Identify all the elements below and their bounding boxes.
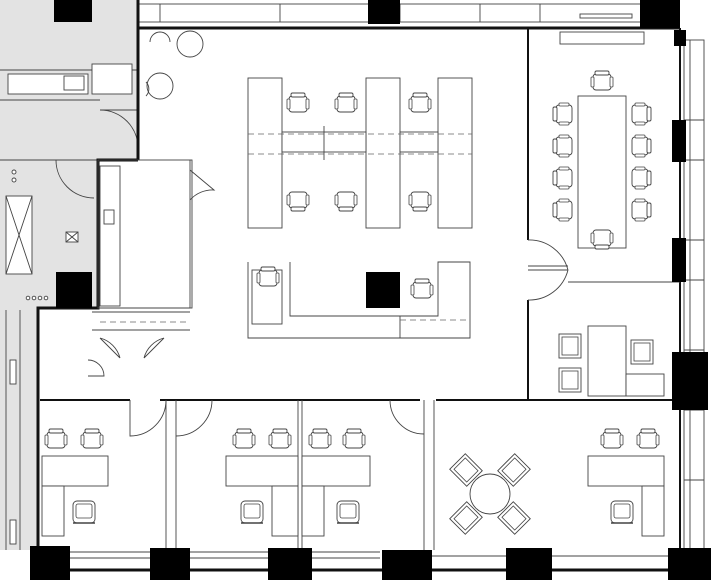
chair-icon — [256, 266, 280, 287]
chair-icon — [80, 428, 104, 449]
chair-icon — [410, 278, 434, 299]
chair-icon — [630, 339, 654, 365]
column-icon — [30, 546, 70, 580]
column-icon — [368, 0, 400, 24]
chair-icon — [334, 92, 358, 113]
chair-icon — [334, 191, 358, 212]
desk-cluster — [247, 77, 473, 229]
chair-icon — [552, 166, 573, 190]
chair-icon — [600, 428, 624, 449]
chair-icon — [232, 428, 256, 449]
chair-icon — [342, 428, 366, 449]
column-icon — [56, 272, 92, 308]
chair-icon — [552, 198, 573, 222]
door-swing-icon — [175, 399, 213, 437]
table-icon — [176, 30, 204, 58]
column-icon — [672, 120, 686, 162]
chair-icon — [408, 191, 432, 212]
door-swing-icon — [129, 399, 167, 437]
chair-icon — [72, 500, 96, 524]
private-office-2 — [225, 428, 299, 537]
column-icon — [672, 352, 708, 410]
private-office-3 — [301, 428, 371, 537]
meeting-room — [552, 31, 652, 250]
chair-icon — [558, 333, 582, 359]
chair-icon — [308, 428, 332, 449]
column-icon — [382, 550, 432, 580]
door-swing-icon — [527, 269, 569, 301]
chair-icon — [631, 134, 652, 158]
chair-icon — [636, 428, 660, 449]
column-icon — [668, 548, 711, 580]
chair-icon — [268, 428, 292, 449]
chair-icon — [408, 92, 432, 113]
door-swing-icon — [527, 239, 569, 271]
door-swing-icon — [55, 159, 95, 199]
column-icon — [674, 30, 686, 46]
chair-icon — [590, 229, 614, 250]
column-icon — [366, 272, 400, 308]
corner-office — [558, 281, 680, 397]
column-icon — [150, 548, 190, 580]
chair-icon — [631, 166, 652, 190]
table-icon — [469, 473, 511, 515]
lounge-office — [449, 453, 531, 535]
columns — [30, 0, 711, 580]
chair-icon — [631, 102, 652, 126]
chair-icon — [240, 500, 264, 524]
chair-icon — [552, 134, 573, 158]
chair-icon — [286, 191, 310, 212]
chair-icon — [631, 198, 652, 222]
chair-icon — [44, 428, 68, 449]
chair-icon — [558, 367, 582, 393]
column-icon — [54, 0, 92, 22]
private-office-1 — [41, 428, 109, 537]
column-icon — [268, 548, 312, 580]
door-swing-icon — [87, 359, 105, 377]
door-swing-icon — [143, 337, 165, 359]
column-icon — [640, 0, 680, 28]
chair-icon — [336, 500, 360, 524]
column-icon — [506, 548, 552, 580]
open-workspace — [145, 30, 473, 339]
door-swings — [87, 169, 569, 437]
chair-icon — [590, 70, 614, 91]
sink-icon — [103, 209, 115, 225]
reception-desk — [247, 261, 471, 339]
door-swing-icon — [389, 399, 425, 435]
chair-icon — [286, 92, 310, 113]
kitchenette — [92, 159, 193, 331]
door-swing-icon — [99, 337, 121, 359]
door-swing-icon — [189, 169, 216, 201]
table-icon — [577, 95, 627, 249]
chair-icon — [552, 102, 573, 126]
private-office-4 — [587, 428, 665, 537]
column-icon — [672, 238, 686, 282]
chair-icon — [610, 500, 634, 524]
table-icon — [146, 72, 174, 100]
